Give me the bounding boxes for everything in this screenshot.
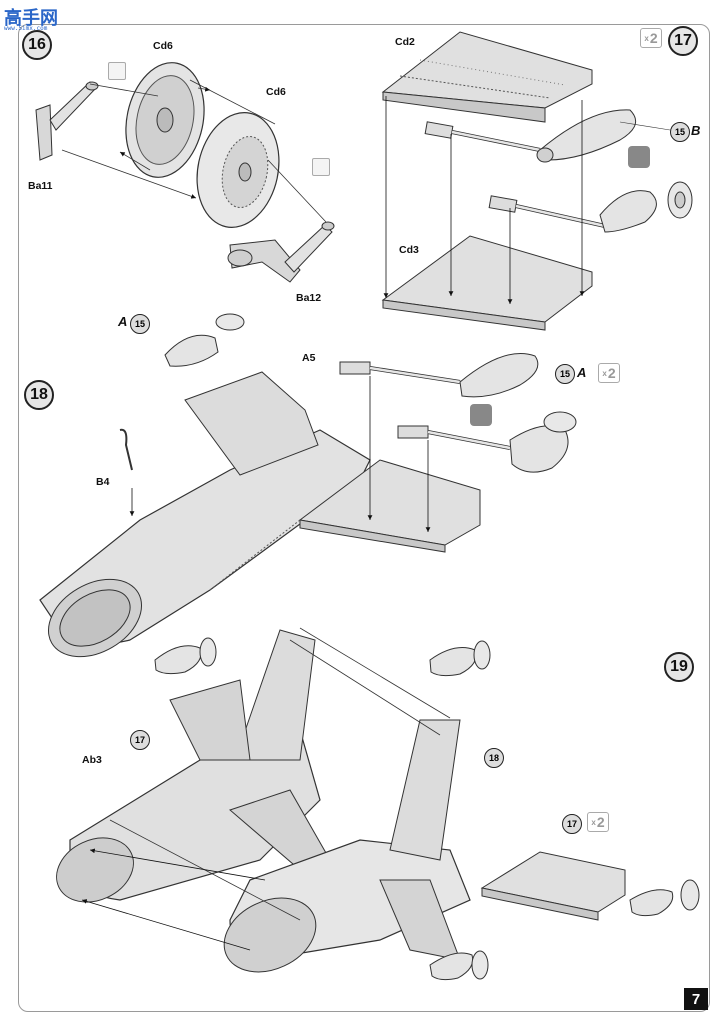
label-ab3: Ab3 [82,754,102,766]
ref-step-17-left: 17 [130,730,150,750]
step19-drawing [56,627,700,981]
label-a5: A5 [302,352,316,364]
ref-step-15-b: 15 [670,122,690,142]
label-cd6-tyre: Cd6 [266,86,286,98]
watermark-site: www.5imx.com [4,25,48,32]
subassembly-letter-a-top: A [118,314,128,329]
rotate-icon [628,146,650,168]
step-19-number: 19 [664,652,694,682]
label-ba12: Ba12 [296,292,322,304]
label-cd3: Cd3 [399,244,419,256]
ref-step-17-right: 17 [562,814,582,834]
label-cd2: Cd2 [395,36,415,48]
step-18-number: 18 [24,380,54,410]
step-16-number: 16 [22,30,52,60]
glue-icon [312,158,330,176]
label-ba11: Ba11 [28,180,53,192]
ref-step-15-a-top: 15 [130,314,150,334]
ref-step-15-a-right: 15 [555,364,575,384]
step18-drawing [39,313,577,658]
rotate-icon [470,404,492,426]
label-cd6-rim: Cd6 [153,40,173,52]
step16-drawing [35,62,335,283]
subassembly-letter-a-right: A [577,365,587,380]
watermark-logo: 高手网 [4,8,58,29]
glue-icon [108,62,126,80]
ref-step-18: 18 [484,748,504,768]
step-17-number: 17 [668,26,698,56]
page-number: 7 [684,988,708,1010]
label-b4: B4 [96,476,110,488]
step17-drawing [381,31,693,331]
subassembly-letter-b: B [691,123,701,138]
